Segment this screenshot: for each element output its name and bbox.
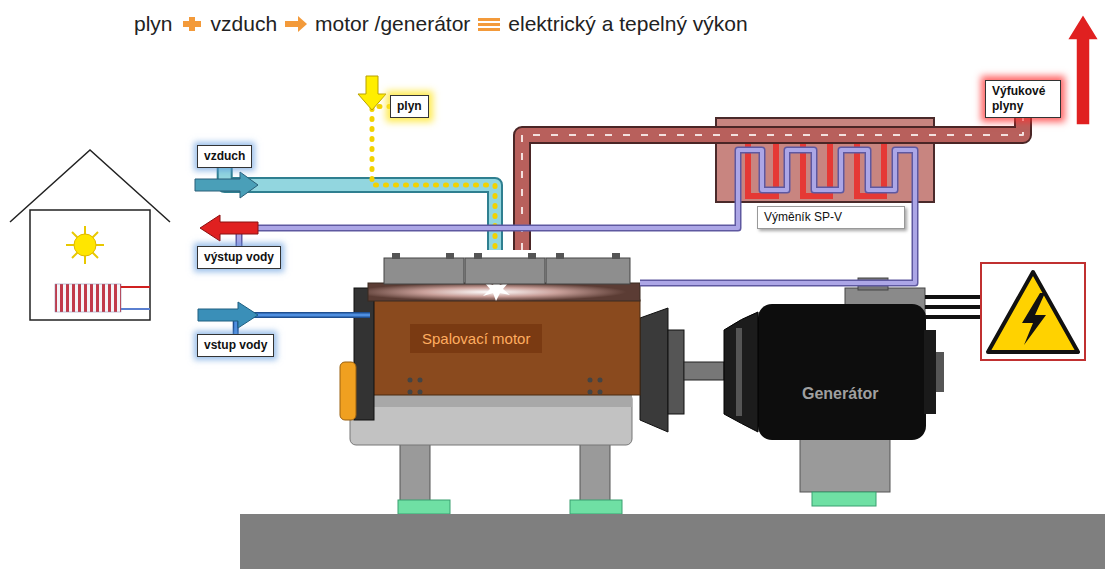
pipe-connector xyxy=(225,168,495,250)
high-voltage-sign xyxy=(981,263,1085,360)
label-box: Výměník SP-V xyxy=(757,206,905,229)
air-arrow xyxy=(195,172,258,198)
node-text: plyn xyxy=(397,99,422,114)
generator: Generátor xyxy=(760,305,925,440)
equals-symbol xyxy=(476,14,502,34)
pipe-connector xyxy=(236,315,370,334)
exhaust-arrow xyxy=(1067,14,1099,125)
label-box: výstup vody xyxy=(197,246,281,269)
floor xyxy=(240,514,1105,569)
engine: Spalovací motor xyxy=(370,250,640,405)
label-box: vstup vody xyxy=(197,334,274,357)
plus-symbol xyxy=(179,14,205,34)
label-box: vzduch xyxy=(197,145,252,168)
water-in-arrow xyxy=(198,302,258,328)
generator-illustration xyxy=(758,278,985,506)
formula-label: elektrický a tepelný výkon xyxy=(508,12,747,36)
water-out-arrow xyxy=(200,215,258,241)
node-text: Generátor xyxy=(802,385,878,403)
gas-arrow xyxy=(358,76,386,110)
pipe-stroke xyxy=(239,150,915,283)
coupling xyxy=(640,308,758,432)
node-text: Výměník SP-V xyxy=(764,210,898,225)
pipe-stroke xyxy=(236,315,370,334)
node-text: vstup vody xyxy=(204,338,267,353)
label-box: Výfukové plyny xyxy=(985,80,1061,118)
pipe-stroke xyxy=(239,150,915,283)
pipe-stroke xyxy=(225,168,495,250)
house xyxy=(10,150,170,320)
node-text: Výfukové plyny xyxy=(992,84,1054,114)
pipe-connector xyxy=(239,150,915,283)
pipe-stroke xyxy=(236,315,370,334)
node-text: Spalovací motor xyxy=(410,324,542,353)
formula-label: vzduch xyxy=(211,12,278,36)
formula-label: plyn xyxy=(134,12,173,36)
pipe-stroke xyxy=(225,168,495,250)
engine-illustration xyxy=(340,253,640,514)
arrow-symbol xyxy=(283,14,309,34)
node-text: výstup vody xyxy=(204,250,274,265)
formula-label: motor /generátor xyxy=(315,12,470,36)
label-box: plyn xyxy=(390,95,429,118)
node-text: vzduch xyxy=(204,149,245,164)
title-row: plyn vzduch motor /generátor elektrický a t… xyxy=(134,12,748,36)
